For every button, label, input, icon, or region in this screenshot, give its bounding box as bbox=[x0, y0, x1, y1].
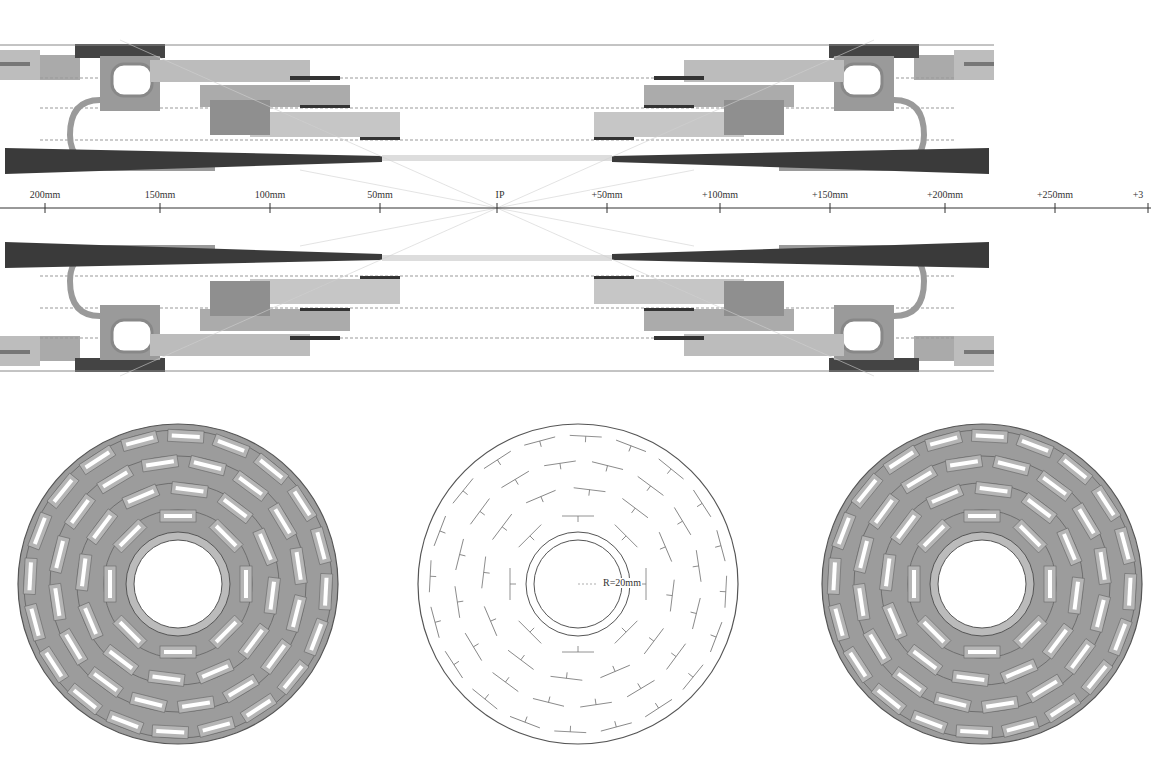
axis-tick-label: 50mm bbox=[366, 190, 394, 200]
axis-tick-label: +200mm bbox=[926, 190, 964, 200]
axis-tick-label: +250mm bbox=[1036, 190, 1074, 200]
axis-tick-label: IP bbox=[495, 190, 506, 200]
axis-tick-label: +150mm bbox=[811, 190, 849, 200]
axis-tick-label: 200mm bbox=[29, 190, 62, 200]
axis-tick-label: 150mm bbox=[144, 190, 177, 200]
radius-label: R=20mm bbox=[602, 578, 642, 588]
axis-tick-label: +50mm bbox=[590, 190, 623, 200]
axis-tick-label: 100mm bbox=[254, 190, 287, 200]
axis-tick-label: +3 bbox=[1132, 190, 1145, 200]
axis-tick-label: +100mm bbox=[701, 190, 739, 200]
